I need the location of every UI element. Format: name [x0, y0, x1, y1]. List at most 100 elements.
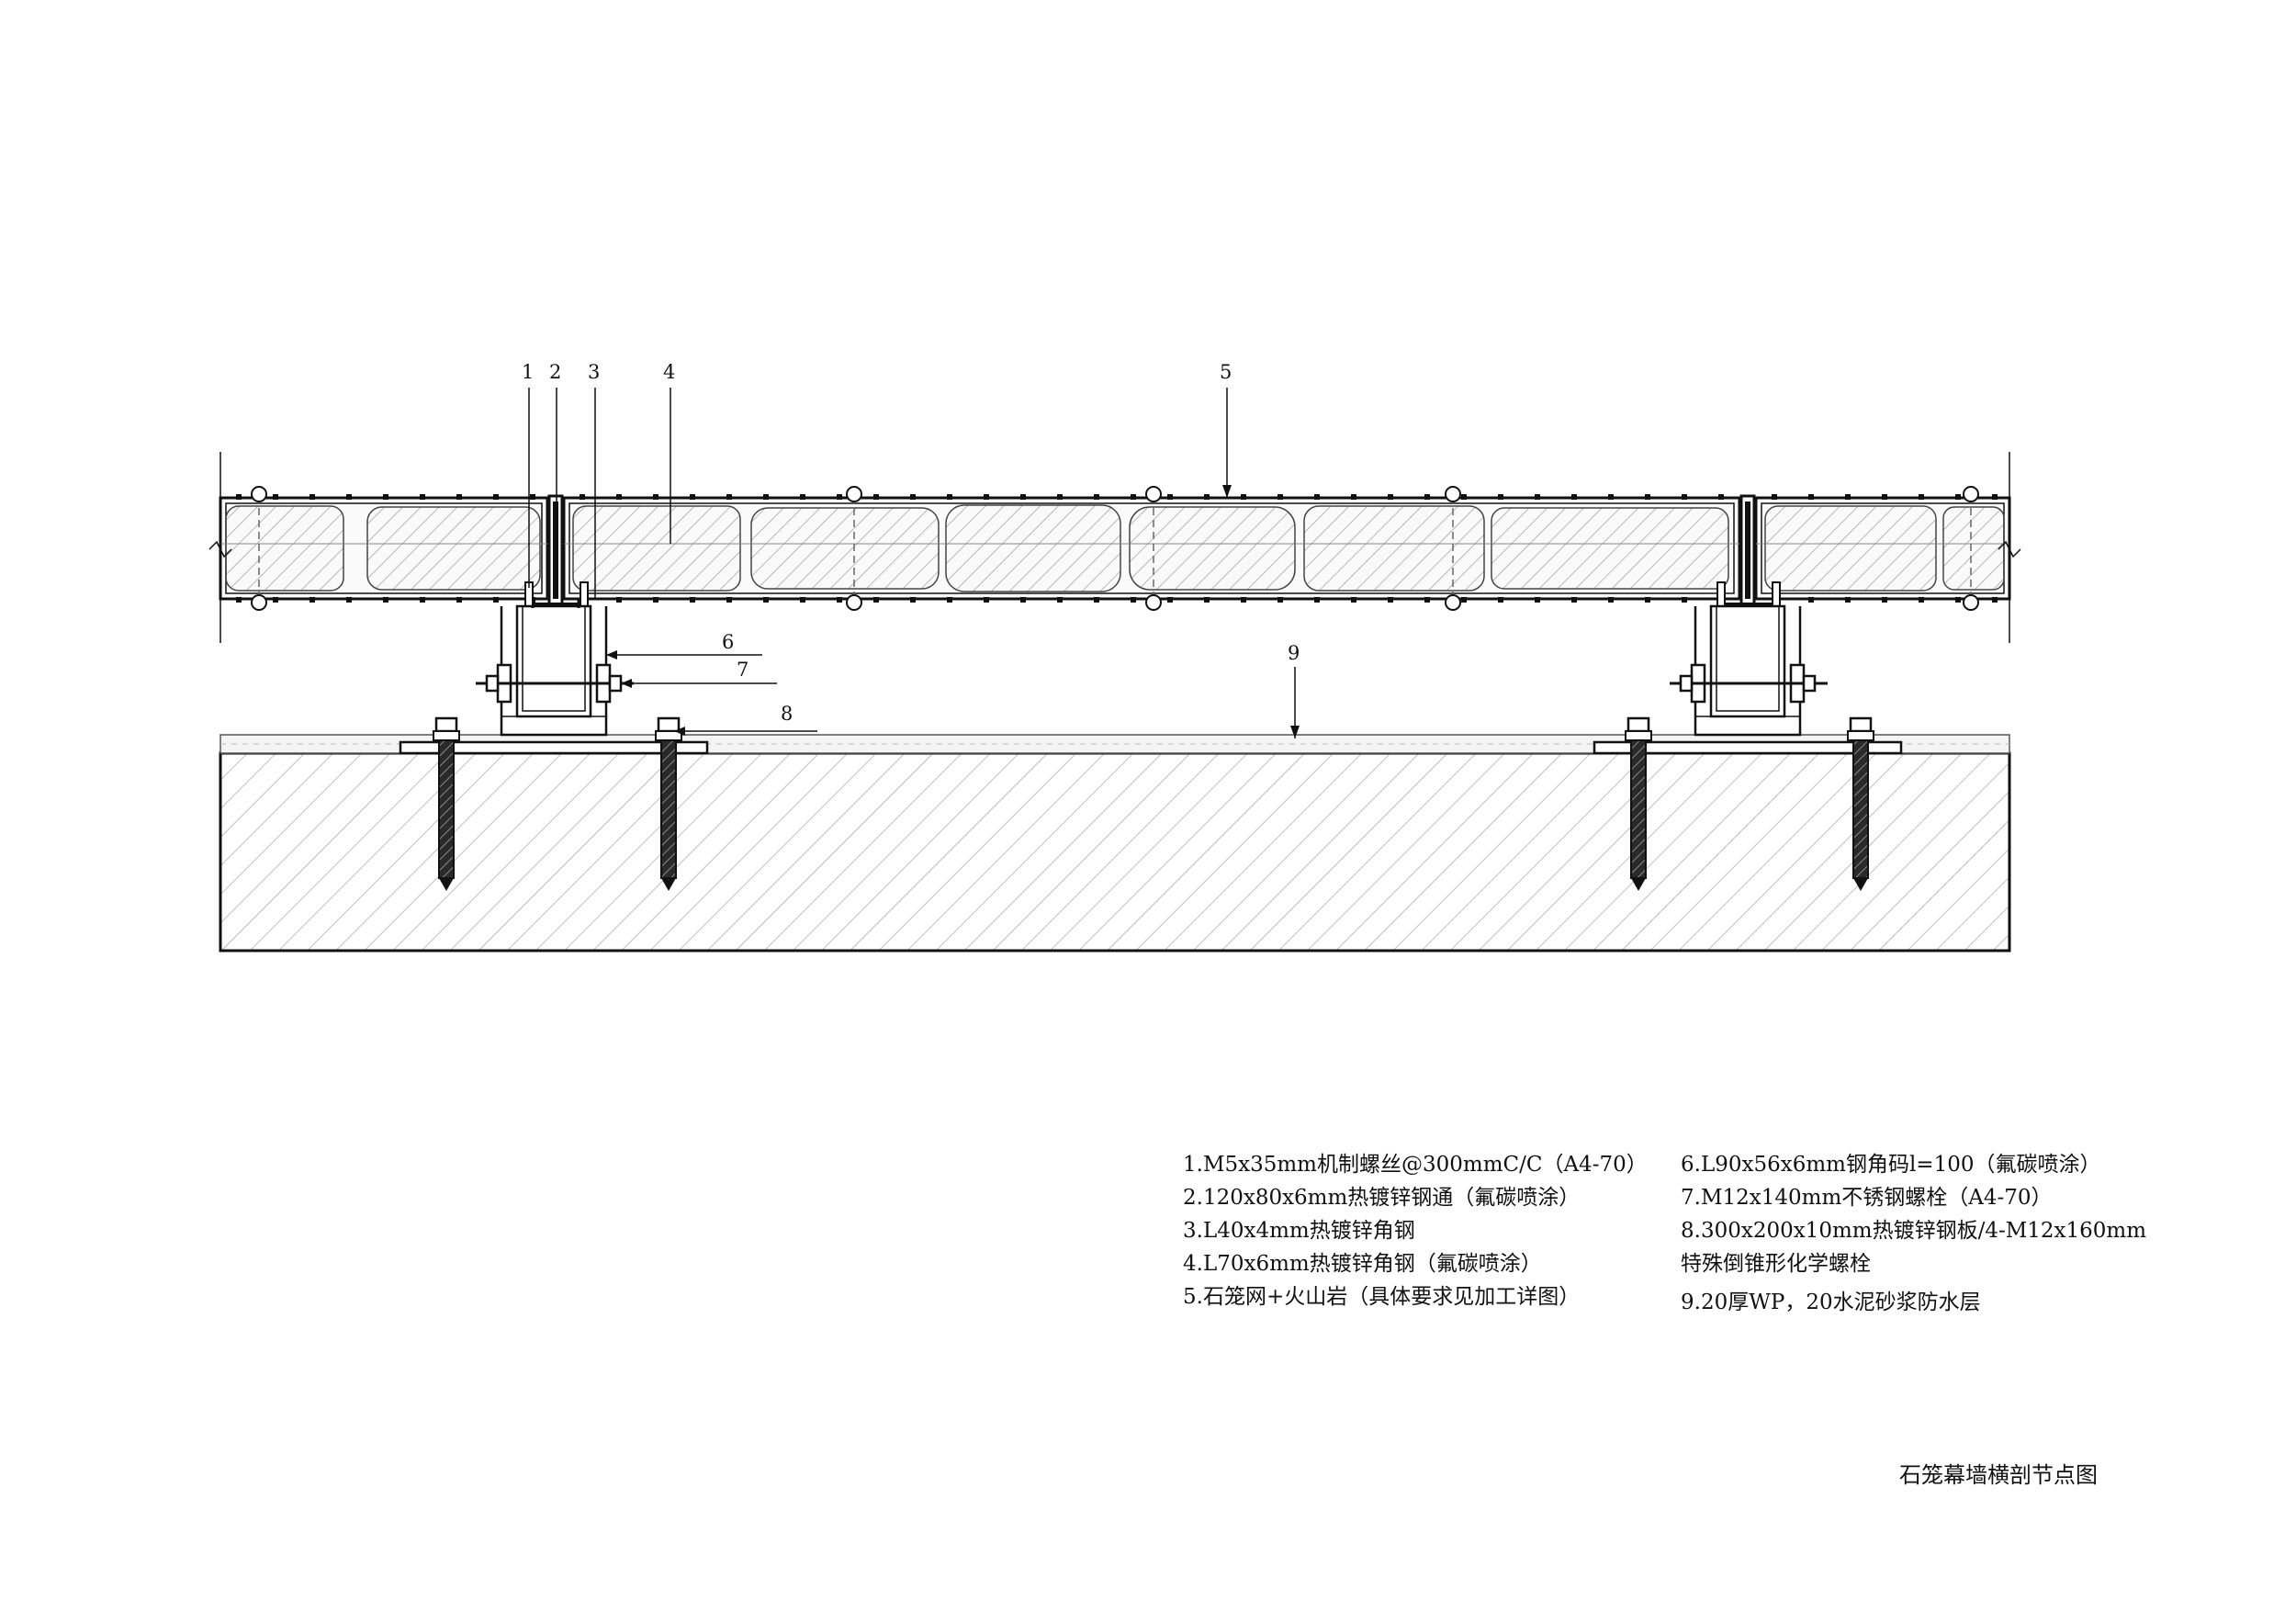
mesh-wire-dot — [763, 494, 769, 500]
mesh-wire-dots — [236, 494, 1998, 603]
mesh-wire-dot — [1277, 494, 1283, 500]
mesh-wire-dot — [726, 597, 732, 603]
mesh-wire-dot — [726, 494, 732, 500]
mesh-wire-dot — [273, 597, 278, 603]
mesh-wire-dot — [1772, 494, 1777, 500]
bracket-left — [399, 604, 709, 755]
mesh-wire-dot — [800, 494, 805, 500]
mesh-wire-dot — [1351, 494, 1356, 500]
mesh-wire-dot — [1424, 597, 1430, 603]
callout-3: 3 — [588, 361, 600, 383]
chemical-anchor — [1847, 716, 1874, 891]
legend-item-5: 5.石笼网+火山岩（具体要求见加工详图） — [1183, 1285, 1581, 1309]
mesh-wire-dot — [420, 597, 425, 603]
mesh-wire-dot — [1277, 597, 1283, 603]
mesh-wire-dot — [1094, 597, 1099, 603]
mesh-wire-dot — [1535, 597, 1540, 603]
mesh-wire-dot — [310, 597, 315, 603]
steel-channel-left — [529, 494, 582, 608]
mesh-wire-dot — [910, 494, 916, 500]
mesh-wire-dot — [580, 494, 585, 500]
gabion-panel-right — [1754, 496, 2011, 601]
mesh-wire-dot — [1535, 494, 1540, 500]
mesh-wires — [258, 496, 1972, 601]
callout-1: 1 — [522, 361, 534, 383]
mesh-wire-dot — [1992, 597, 1998, 603]
mesh-wire-dot — [273, 494, 278, 500]
mesh-wire-dot — [616, 597, 622, 603]
mesh-wire-dot — [1845, 597, 1851, 603]
mesh-wire-dot — [456, 597, 462, 603]
mesh-wire-dot — [837, 597, 842, 603]
gabion-panel-main — [562, 496, 1741, 601]
mesh-wire-dot — [1424, 494, 1430, 500]
mesh-wire-dot — [1167, 494, 1173, 500]
leader-arrowheads — [606, 485, 1300, 738]
mesh-wire-dot — [383, 597, 388, 603]
break-lines — [208, 452, 2021, 643]
legend-item-8: 8.300x200x10mm热镀锌钢板/4-M12x160mm — [1681, 1219, 2147, 1243]
legend-item-1: 1.M5x35mm机制螺丝@300mmC/C（A4-70） — [1183, 1153, 1648, 1177]
mesh-wire-dot — [910, 597, 916, 603]
mesh-wire-dot — [984, 597, 989, 603]
legend-item-7: 7.M12x140mm不锈钢螺栓（A4-70） — [1681, 1186, 2053, 1210]
legend-item-6: 6.L90x56x6mm钢角码l=100（氟碳喷涂） — [1681, 1153, 2101, 1177]
callout-8: 8 — [781, 703, 793, 725]
chemical-anchors — [433, 716, 1874, 891]
concrete-base — [219, 751, 2011, 952]
legend-item-2: 2.120x80x6mm热镀锌钢通（氟碳喷涂） — [1183, 1186, 1581, 1210]
legend-item-3: 3.L40x4mm热镀锌角钢 — [1183, 1219, 1415, 1243]
steel-channel-right — [1721, 494, 1774, 606]
mesh-wire-dot — [1094, 494, 1099, 500]
mesh-wire-dot — [1498, 494, 1503, 500]
callout-2: 2 — [549, 361, 561, 383]
mesh-wire-dot — [763, 597, 769, 603]
mesh-wire-dot — [873, 494, 879, 500]
callout-9: 9 — [1288, 642, 1300, 664]
mesh-wire-dot — [1682, 494, 1687, 500]
mesh-wire-dot — [1882, 494, 1887, 500]
chemical-anchor — [1625, 716, 1652, 891]
mesh-wire-dot — [383, 494, 388, 500]
mesh-wire-dot — [947, 494, 952, 500]
mesh-wire-dot — [346, 494, 352, 500]
mesh-wire-dot — [1314, 597, 1320, 603]
mesh-wire-dot — [346, 597, 352, 603]
legend-item-9: 9.20厚WP，20水泥砂浆防水层 — [1681, 1291, 1981, 1314]
mesh-wire-dot — [1204, 597, 1210, 603]
mesh-wire-dot — [1992, 494, 1998, 500]
legend-item-8-cont: 特殊倒锥形化学螺栓 — [1681, 1252, 1871, 1276]
mesh-wire-dot — [690, 597, 695, 603]
mesh-wire-dot — [236, 494, 242, 500]
bracket-right — [1593, 604, 1903, 755]
mesh-wire-dot — [1020, 494, 1026, 500]
mesh-wire-dot — [1131, 597, 1136, 603]
drawing-title: 石笼幕墙横剖节点图 — [1899, 1462, 2098, 1488]
mesh-wire-dot — [1919, 494, 1924, 500]
mesh-wire-dot — [236, 597, 242, 603]
mesh-wire-dot — [1955, 597, 1961, 603]
mesh-wire-dot — [1241, 597, 1246, 603]
mesh-wire-dot — [1314, 494, 1320, 500]
mesh-wire-dot — [984, 494, 989, 500]
callout-4: 4 — [663, 361, 675, 383]
mesh-wire-dot — [493, 597, 499, 603]
mesh-wire-dot — [800, 597, 805, 603]
mesh-wire-dot — [1204, 494, 1210, 500]
leader-lines — [528, 388, 1296, 738]
legend-item-4: 4.L70x6mm热镀锌角钢（氟碳喷涂） — [1183, 1252, 1542, 1276]
callout-6: 6 — [722, 631, 734, 653]
mesh-wire-dot — [1808, 597, 1814, 603]
ring-clips — [251, 486, 1979, 611]
mesh-wire-dot — [1057, 494, 1063, 500]
mesh-wire-dot — [1241, 494, 1246, 500]
mesh-wire-dot — [1571, 494, 1577, 500]
mesh-wire-dot — [1608, 597, 1614, 603]
mesh-wire-dot — [1131, 494, 1136, 500]
mesh-wire-dot — [1882, 597, 1887, 603]
mesh-wire-dot — [1057, 597, 1063, 603]
mesh-wire-dot — [1020, 597, 1026, 603]
mesh-wire-dot — [1608, 494, 1614, 500]
mesh-wire-dot — [837, 494, 842, 500]
